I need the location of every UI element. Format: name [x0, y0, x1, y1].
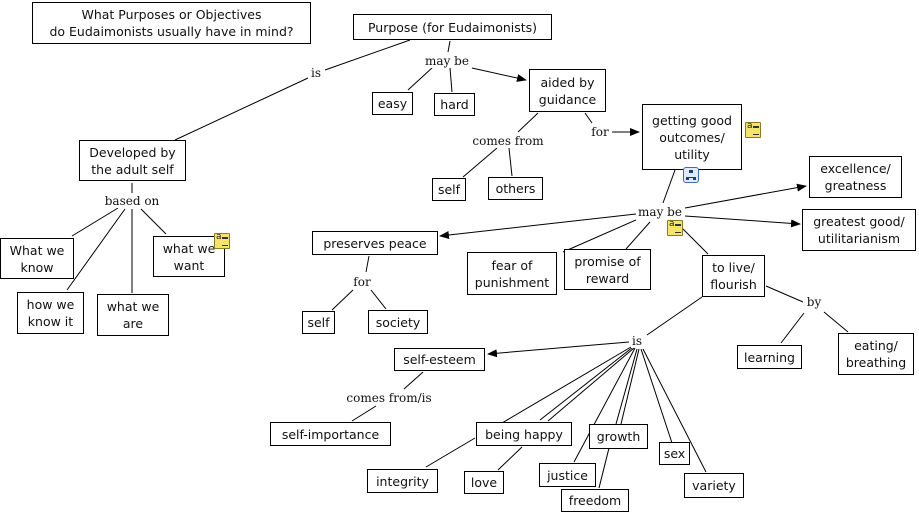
line-basedon-howknow [66, 208, 126, 291]
node-preserves-peace[interactable]: preserves peace [312, 231, 438, 255]
node-what-we-want[interactable]: what we want [153, 236, 225, 277]
line-maybe-promise [625, 221, 651, 250]
line-comesfrom-self [462, 147, 498, 178]
node-self-importance[interactable]: self-importance [270, 422, 391, 446]
link-label-may-be[interactable]: may be [424, 54, 470, 68]
node-aided[interactable]: aided by guidance [529, 69, 606, 112]
line-is-happy1 [501, 346, 632, 424]
node-outcomes[interactable]: getting good outcomes/ utility [642, 104, 742, 170]
node-hard[interactable]: hard [434, 93, 475, 116]
node-integrity[interactable]: integrity [367, 469, 438, 493]
node-freedom[interactable]: freedom [561, 489, 629, 512]
link-label-by[interactable]: by [805, 295, 823, 309]
node-self-esteem[interactable]: self-esteem [394, 348, 485, 371]
node-love[interactable]: love [464, 471, 504, 494]
line-maybe-fear [562, 219, 637, 253]
line-happy-integrity [425, 437, 476, 468]
line-is-variety [642, 348, 707, 473]
node-question[interactable]: What Purposes or Objectives do Eudaimoni… [32, 2, 311, 44]
node-others[interactable]: others [488, 177, 543, 200]
node-developed[interactable]: Developed by the adult self [79, 140, 186, 181]
line-live-by [765, 285, 804, 303]
line-for2-self [331, 289, 354, 311]
line-basedon-whatwant [140, 208, 167, 235]
line-is-justice [573, 347, 636, 463]
node-excellence[interactable]: excellence/ greatness [809, 156, 902, 198]
node-justice[interactable]: justice [539, 463, 596, 487]
line-comesfromis-importance [351, 405, 377, 422]
link-label-for[interactable]: for [590, 125, 610, 139]
link-label-is[interactable]: is [631, 334, 643, 348]
node-fear[interactable]: fear of punishment [467, 252, 557, 295]
line-happy-love [497, 446, 523, 471]
link-label-is[interactable]: is [310, 66, 322, 80]
line-for2-society [370, 289, 387, 310]
node-variety[interactable]: variety [684, 473, 744, 498]
line-maybe-hard [449, 67, 453, 93]
submap-icon[interactable] [683, 167, 699, 183]
line-purpose-is [324, 39, 411, 71]
line-live-is [646, 296, 703, 336]
line-comesfrom-others [508, 147, 513, 177]
line-is-growth2 [620, 348, 640, 425]
note-icon[interactable] [667, 219, 683, 236]
link-label-comes-from[interactable]: comes from [471, 134, 545, 148]
line-is-sex [640, 348, 673, 444]
node-what-we-know[interactable]: What we know [0, 238, 74, 279]
line-by-eating [823, 311, 849, 333]
arrow-is-esteem [487, 341, 630, 358]
node-to-live[interactable]: to live/ flourish [702, 255, 765, 297]
arrow-maybe-aided [471, 67, 527, 82]
line-is-happy2 [539, 346, 634, 421]
link-label-for[interactable]: for [352, 275, 372, 289]
line-purpose-maybe [447, 40, 451, 53]
node-eating[interactable]: eating/ breathing [838, 333, 914, 375]
line-is-happy3 [547, 347, 635, 422]
line-outcomes-maybe [662, 169, 676, 204]
link-label-may-be[interactable]: may be [637, 205, 683, 219]
line-maybe-easy [407, 66, 434, 91]
arrow-maybe-peace [439, 213, 637, 239]
line-peace-for2 [365, 255, 370, 273]
link-label-comes-from-is[interactable]: comes from/is [345, 391, 433, 405]
node-purpose[interactable]: Purpose (for Eudaimonists) [353, 14, 552, 40]
node-easy[interactable]: easy [372, 92, 413, 115]
node-learning[interactable]: learning [737, 345, 802, 369]
line-aided-for [584, 112, 593, 124]
line-basedon-whatknow [71, 207, 119, 237]
arrow-maybe-greatest [684, 215, 801, 228]
node-promise[interactable]: promise of reward [564, 249, 651, 290]
link-label-based-on[interactable]: based on [103, 194, 161, 208]
node-society[interactable]: society [368, 310, 428, 334]
line-maybe-live [682, 228, 709, 255]
node-sex[interactable]: sex [659, 442, 690, 465]
line-growth-freedom [598, 447, 610, 489]
node-what-we-are[interactable]: what we are [97, 294, 169, 336]
node-being-happy[interactable]: being happy [476, 422, 572, 446]
line-is-growth1 [615, 348, 638, 425]
note-icon[interactable] [745, 121, 761, 138]
node-self-guidance[interactable]: self [432, 178, 466, 201]
line-aided-comesfrom [517, 112, 539, 133]
node-greatest[interactable]: greatest good/ utilitarianism [802, 209, 916, 251]
node-self-peace[interactable]: self [302, 311, 335, 334]
note-icon[interactable] [214, 232, 230, 249]
node-how-we-know-it[interactable]: how we know it [17, 292, 84, 334]
line-is-developed [174, 77, 309, 141]
node-growth[interactable]: growth [589, 424, 648, 449]
arrow-maybe-excellence [684, 183, 807, 209]
line-by-learning [780, 312, 805, 344]
line-esteem-comesfromis [403, 371, 424, 390]
